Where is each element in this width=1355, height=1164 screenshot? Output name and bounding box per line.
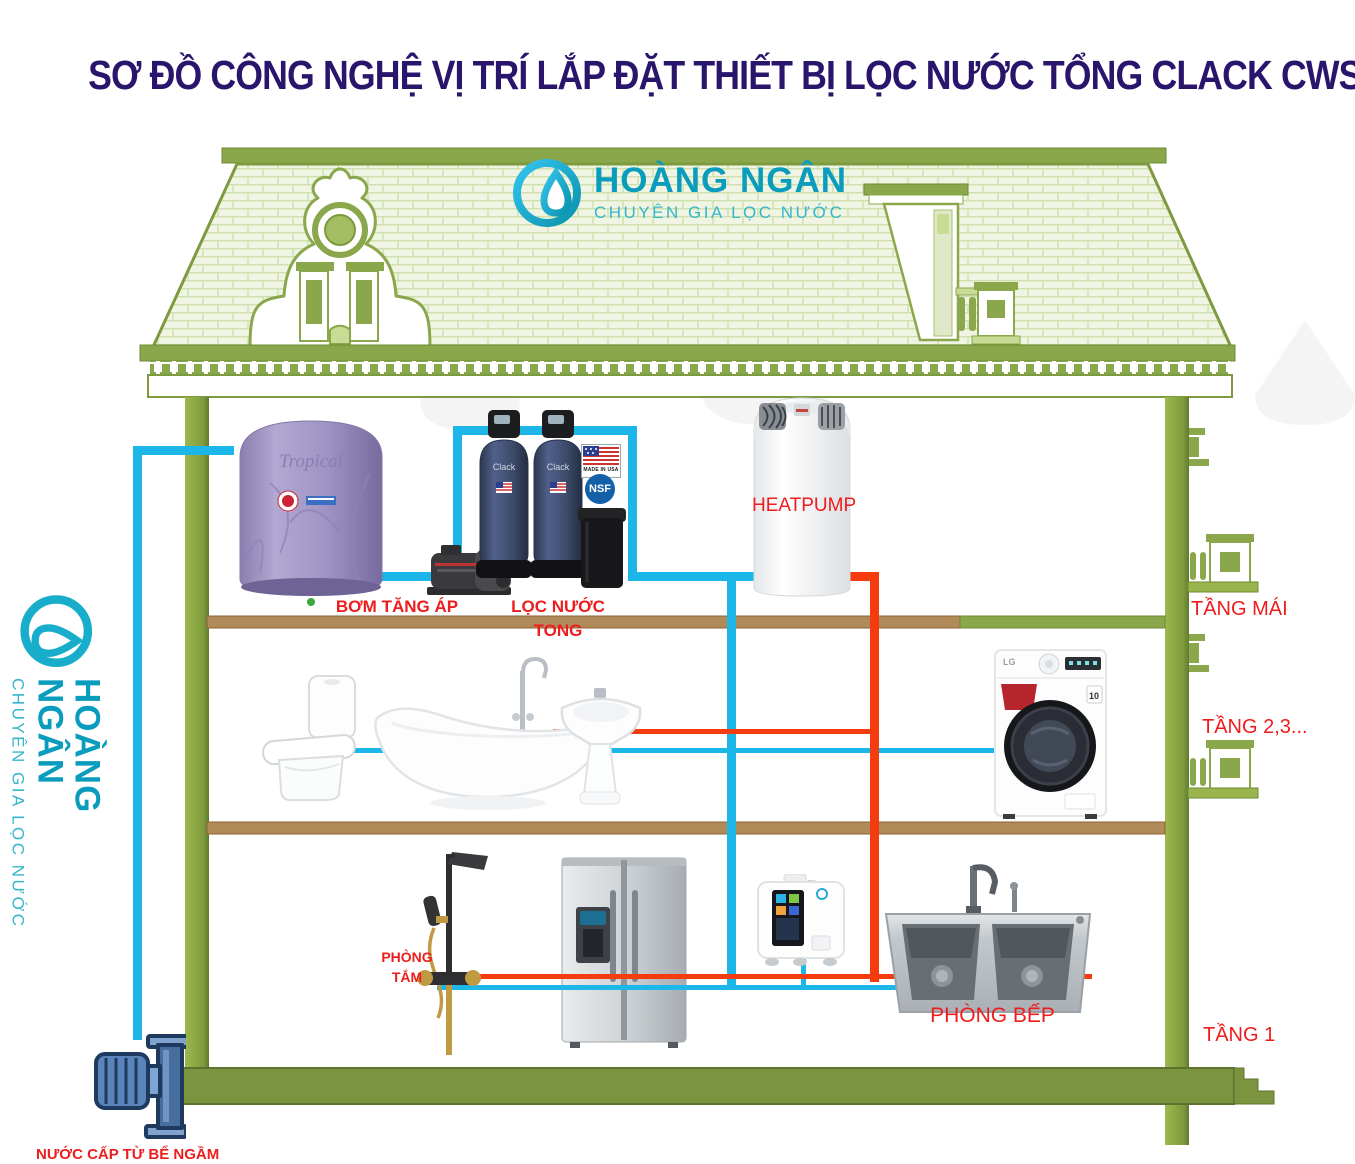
heat-pump-water-heater xyxy=(753,397,851,597)
svg-text:Clack: Clack xyxy=(547,462,570,472)
cold-line-middle-floor xyxy=(348,748,996,753)
supply-source-label: NƯỚC CẤP TỪ BỂ NGẦM xyxy=(36,1146,220,1163)
kitchen-label: PHÒNG BẾP xyxy=(930,1004,1055,1027)
cold-pipe-to-tank xyxy=(133,446,234,455)
shower-column xyxy=(417,852,488,1055)
hot-downpipe xyxy=(870,572,879,982)
made-in-usa-text: MADE IN USA xyxy=(583,467,619,473)
pedestal-sink xyxy=(560,688,642,805)
cold-downpipe xyxy=(727,572,736,990)
svg-text:LG: LG xyxy=(1003,657,1016,667)
nsf-badge: NSF xyxy=(585,474,615,504)
cold-riser-from-pump xyxy=(133,446,142,1040)
whole-house-filter-tanks: Clack Clack xyxy=(476,410,586,578)
water-drop-icon xyxy=(20,595,92,667)
hot-line-middle-floor xyxy=(553,729,879,734)
page-title: SƠ ĐỒ CÔNG NGHỆ VỊ TRÍ LẮP ĐẶT THIẾT BỊ … xyxy=(88,52,1355,98)
booster-pump-label: BƠM TĂNG ÁP xyxy=(335,597,459,616)
floor-label-middle: TẦNG 2,3... xyxy=(1202,716,1308,738)
svg-text:10: 10 xyxy=(1089,691,1099,701)
refrigerator xyxy=(561,857,687,1048)
cold-line-ground-floor xyxy=(437,985,907,990)
brine-tank xyxy=(578,508,626,588)
made-in-usa-badge: MADE IN USA xyxy=(581,444,621,478)
filter-label: LỌC NƯỚC TONG xyxy=(511,597,605,640)
hot-line-ground-floor xyxy=(437,974,1092,979)
floor-label-ground: TẦNG 1 xyxy=(1203,1024,1276,1046)
kitchen-sink xyxy=(884,864,1092,1013)
washing-machine: LG 10 xyxy=(994,649,1107,819)
toilet xyxy=(262,675,356,801)
brand-name: HOÀNG NGÂN xyxy=(594,161,848,201)
water-ionizer xyxy=(757,874,845,966)
brand-tagline: CHUYÊN GIA LỌC NƯỚC xyxy=(8,678,28,929)
brand-name: HOÀNG NGÂN xyxy=(30,678,107,814)
cold-pipe-to-heatpump xyxy=(628,572,763,581)
water-storage-tank: Tropical xyxy=(239,420,383,606)
supply-pump xyxy=(94,1034,186,1139)
cold-pipe-tank-to-pump xyxy=(318,572,462,581)
svg-text:Tropical: Tropical xyxy=(279,451,343,472)
hot-pipe-from-heatpump xyxy=(845,572,879,581)
cold-drop-ionizer xyxy=(801,952,806,990)
brand-logo-top: HOÀNG NGÂN CHUYÊN GIA LỌC NƯỚC xyxy=(512,158,847,228)
bathroom-label: PHÒNG TẮM xyxy=(381,949,433,985)
water-drop-icon xyxy=(513,159,581,227)
heatpump-label: HEATPUMP xyxy=(752,495,857,516)
floor-label-roof: TẦNG MÁI xyxy=(1191,598,1288,620)
svg-text:Clack: Clack xyxy=(493,462,516,472)
brand-logo-left: HOÀNG NGÂN CHUYÊN GIA LỌC NƯỚC xyxy=(8,594,107,930)
nsf-text: NSF xyxy=(589,483,611,495)
cold-pipe-filter-frame-right xyxy=(628,426,637,581)
cold-pipe-filter-frame-left xyxy=(453,426,462,581)
brand-tagline: CHUYÊN GIA LỌC NƯỚC xyxy=(594,202,845,222)
